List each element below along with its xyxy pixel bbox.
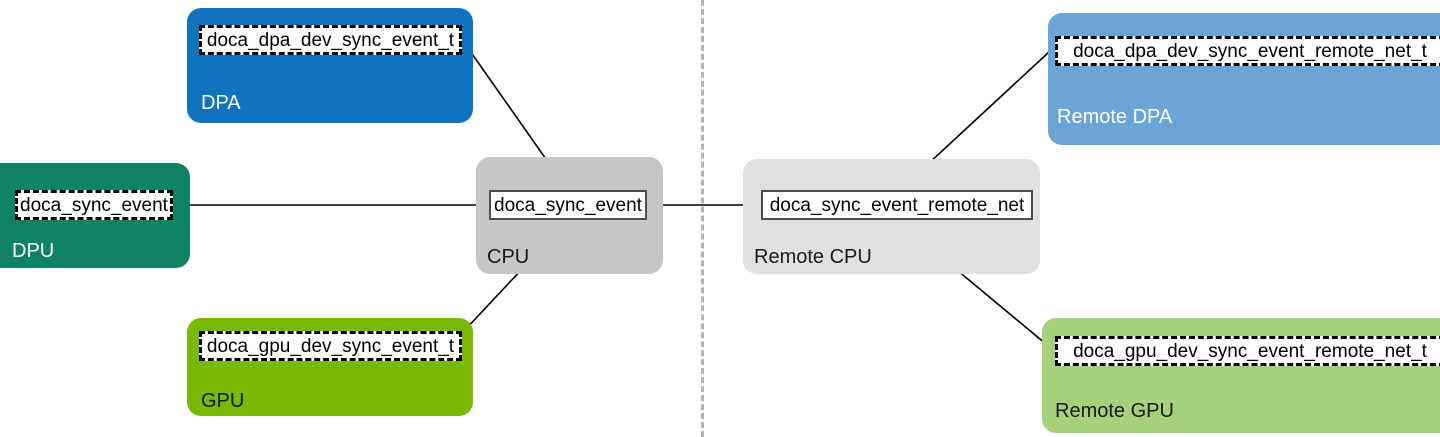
node-label-remote-cpu: Remote CPU (754, 246, 872, 268)
handle-chip-remote-cpu[interactable]: doca_sync_event_remote_net (761, 190, 1033, 220)
node-label-dpu: DPU (12, 240, 55, 262)
node-label-dpa: DPA (201, 92, 241, 114)
handle-chip-gpu[interactable]: doca_gpu_dev_sync_event_t (199, 331, 462, 361)
node-label-cpu: CPU (487, 246, 530, 268)
handle-chip-dpu[interactable]: doca_sync_event (15, 190, 173, 220)
handle-chip-dpa[interactable]: doca_dpa_dev_sync_event_t (199, 25, 462, 55)
handle-chip-remote-gpu[interactable]: doca_gpu_dev_sync_event_remote_net_t (1055, 336, 1440, 366)
node-label-remote-gpu: Remote GPU (1055, 400, 1174, 422)
local-remote-divider (701, 0, 704, 437)
handle-chip-cpu[interactable]: doca_sync_event (489, 190, 647, 220)
node-label-remote-dpa: Remote DPA (1057, 106, 1173, 128)
handle-chip-remote-dpa[interactable]: doca_dpa_dev_sync_event_remote_net_t (1055, 36, 1440, 66)
node-remote-dpa[interactable] (1048, 13, 1440, 145)
node-label-gpu: GPU (201, 390, 245, 412)
